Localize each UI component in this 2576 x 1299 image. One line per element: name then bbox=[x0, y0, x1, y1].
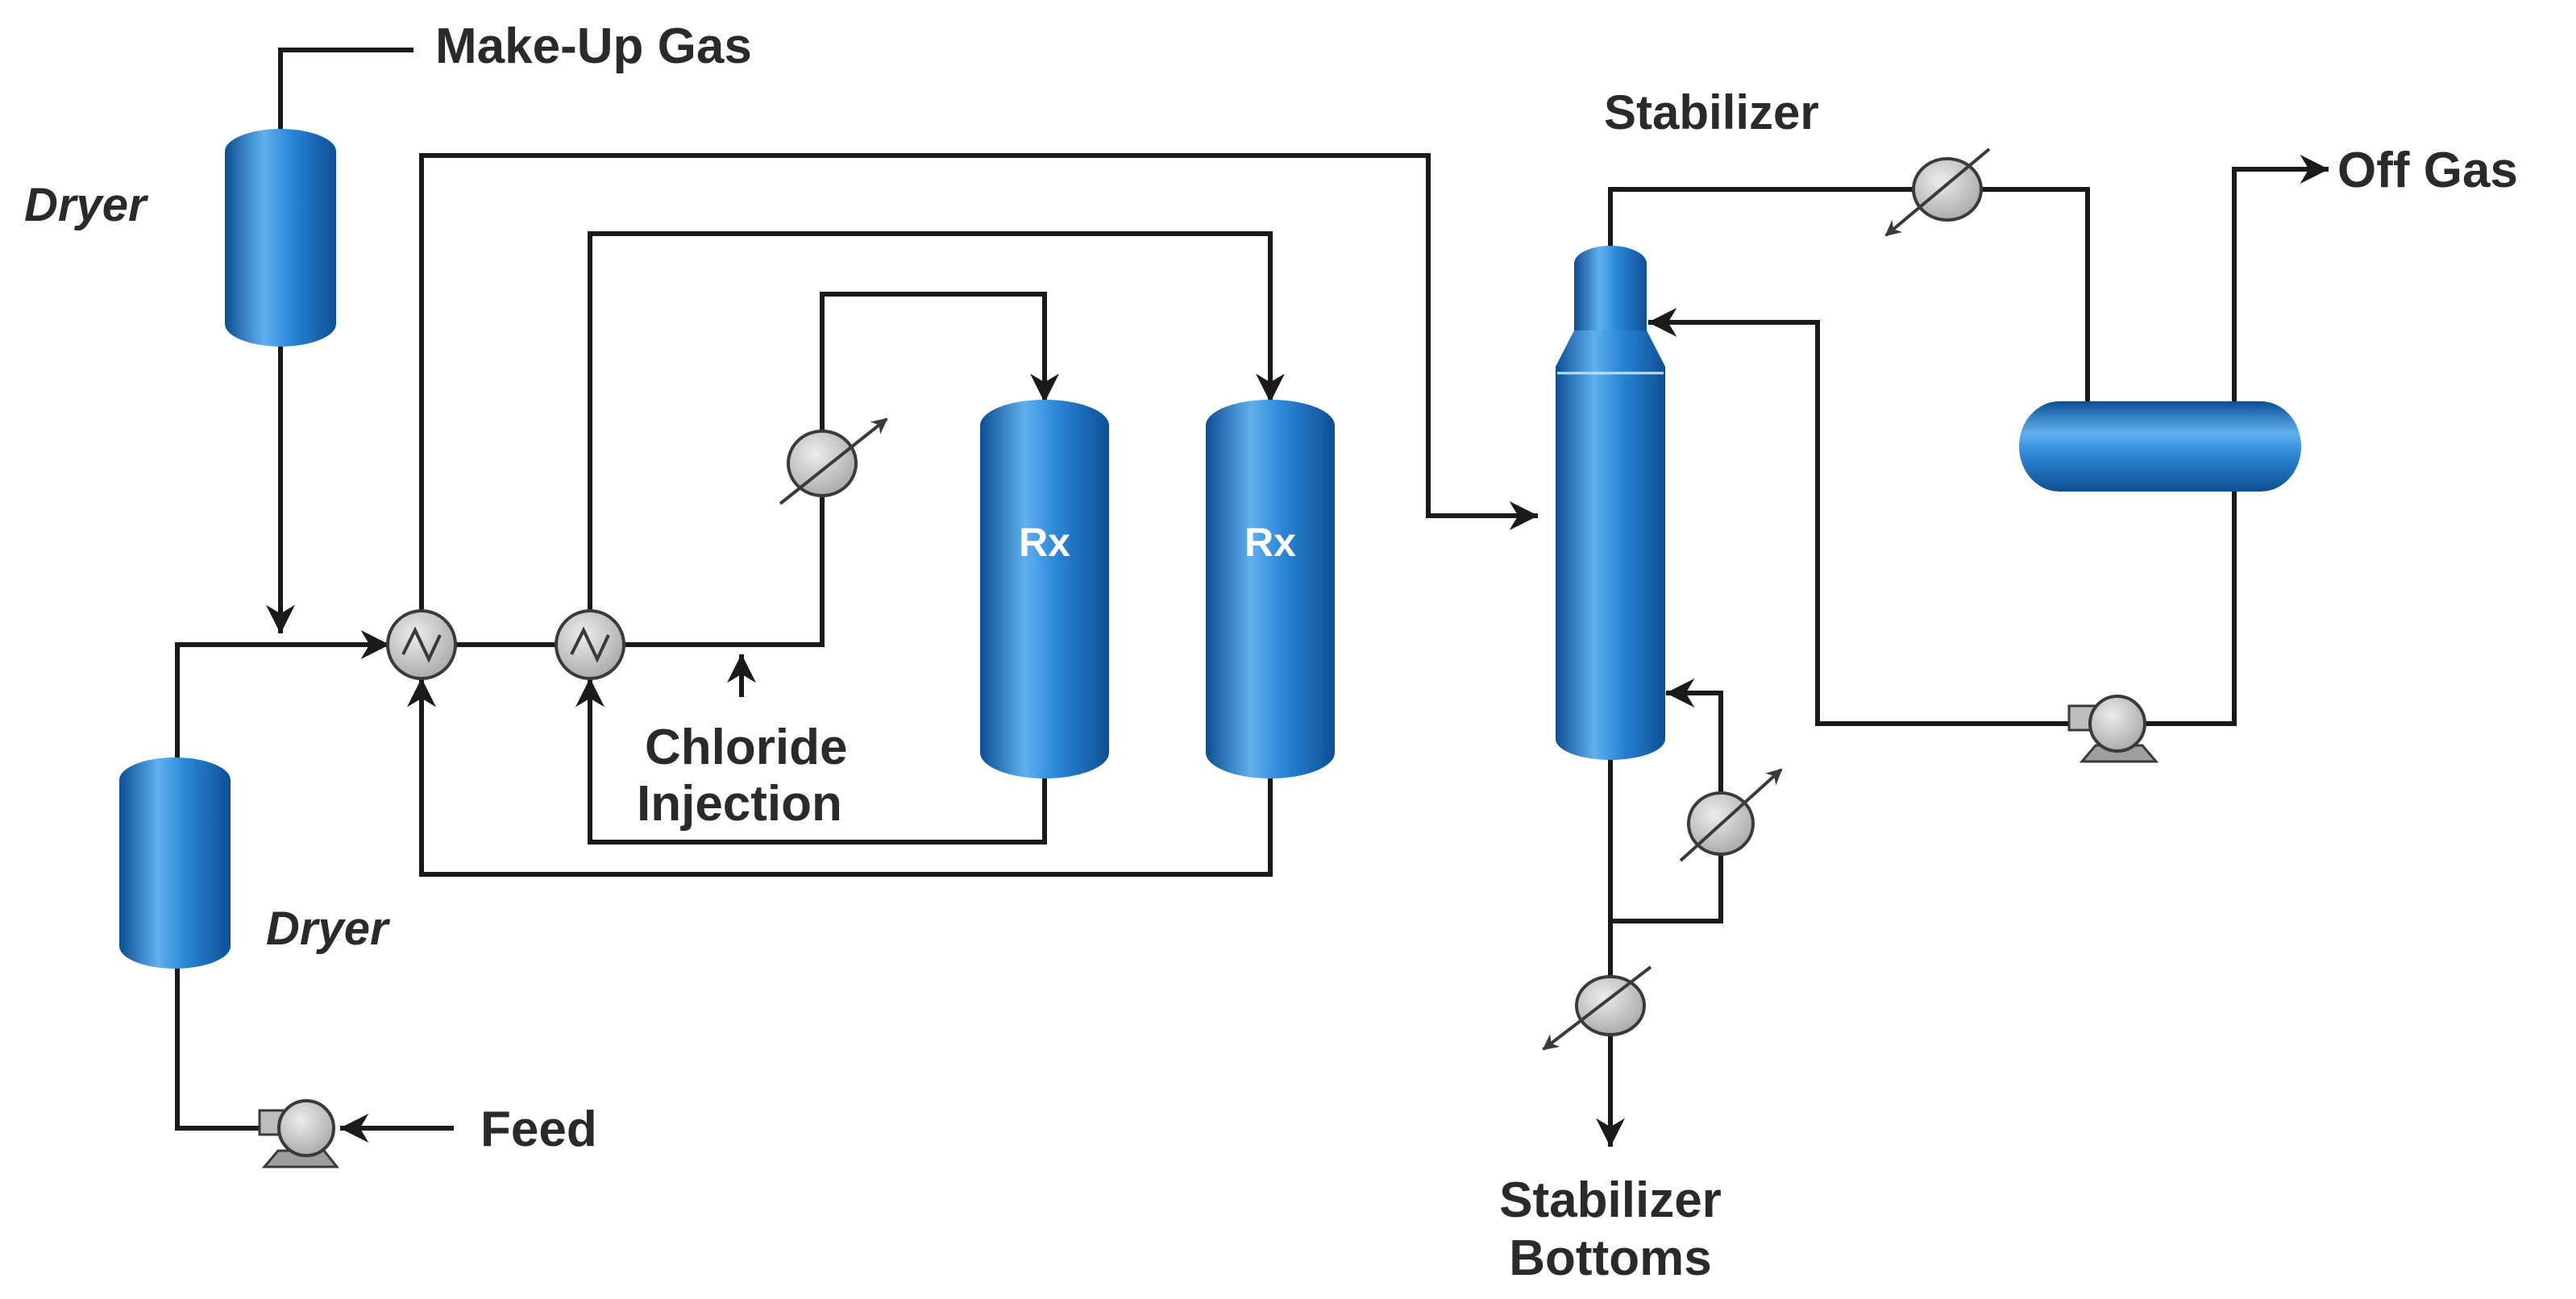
cooler-icon bbox=[1542, 965, 1652, 1051]
dryer-bottom-vessel[interactable] bbox=[119, 757, 231, 969]
reboiler-icon bbox=[1679, 768, 1783, 862]
reboiler-return-line bbox=[1665, 679, 1723, 796]
heater-icon bbox=[779, 417, 888, 505]
reflux-return-line bbox=[1647, 308, 2074, 726]
stabilizer-column[interactable] bbox=[1556, 246, 1665, 760]
heater-feed-line bbox=[623, 493, 825, 647]
off-gas-label: Off Gas bbox=[2337, 143, 2518, 198]
reflux-drum-outlet-line bbox=[2146, 488, 2237, 726]
make-up-gas-line bbox=[278, 48, 413, 131]
cooler-icon bbox=[1884, 147, 1991, 237]
pump-icon bbox=[2067, 695, 2159, 763]
chloride-label: Chloride bbox=[645, 720, 847, 775]
process-lines bbox=[175, 48, 2329, 1148]
stabilizer-feed-line bbox=[419, 153, 1539, 631]
reactor-2-vessel[interactable]: Rx bbox=[1206, 400, 1335, 778]
pump-icon bbox=[258, 1099, 340, 1168]
dryer-top-vessel[interactable] bbox=[225, 129, 336, 347]
reactor2-outlet-line bbox=[407, 678, 1273, 877]
reactor1-inlet-line bbox=[820, 292, 1059, 434]
reboiler-loop-line bbox=[1608, 852, 1723, 923]
reflux-drum-vessel[interactable] bbox=[2019, 401, 2301, 492]
reactor1-outlet-line bbox=[575, 678, 1047, 845]
reactor-1-vessel[interactable]: Rx bbox=[980, 400, 1109, 778]
dryer-to-exchanger-line bbox=[175, 630, 390, 760]
overhead-vapor-line bbox=[1608, 187, 1917, 254]
reactor2-inlet-line bbox=[588, 231, 1285, 631]
feed-label: Feed bbox=[480, 1102, 597, 1157]
reactor-1-label: Rx bbox=[1019, 520, 1070, 565]
pump-to-dryer-line bbox=[175, 965, 268, 1131]
stabilizer-label: Stabilizer bbox=[1604, 85, 1819, 139]
heat-exchanger-icon bbox=[555, 609, 625, 680]
stabilizer-bottoms-label-line1: Stabilizer bbox=[1499, 1172, 1722, 1228]
off-gas-line bbox=[2232, 155, 2329, 407]
dryer-top-label: Dryer bbox=[24, 179, 149, 231]
heat-exchanger-icon bbox=[386, 609, 457, 680]
overhead-condenser-line bbox=[1978, 187, 2090, 407]
reactor-2-label: Rx bbox=[1244, 520, 1296, 565]
dryer-bottom-label: Dryer bbox=[266, 903, 391, 955]
make-up-gas-label: Make-Up Gas bbox=[435, 19, 752, 74]
stabilizer-bottoms-label-line2: Bottoms bbox=[1509, 1231, 1711, 1286]
injection-label: Injection bbox=[637, 776, 842, 832]
